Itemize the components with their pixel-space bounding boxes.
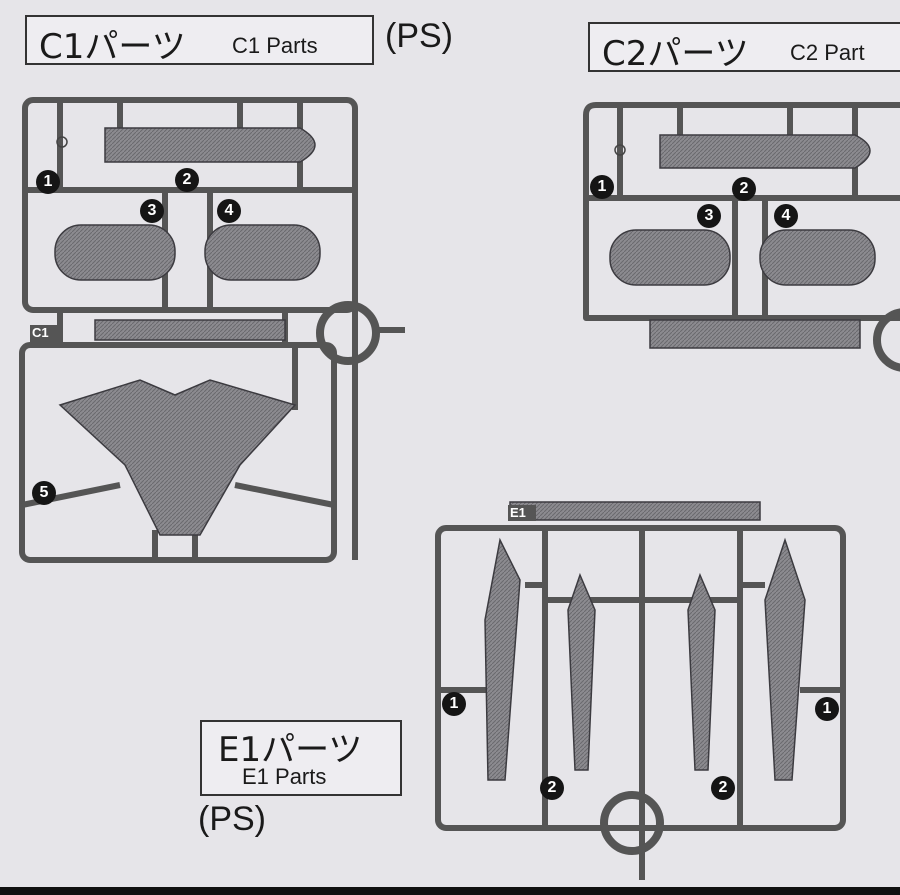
- c2-marker-3: 3: [697, 204, 721, 228]
- e1-runner-tag: E1: [510, 505, 526, 520]
- c1-title-box: C1パーツ C1 Parts: [25, 15, 374, 67]
- c1-marker-3: 3: [140, 199, 164, 223]
- c1-marker-4: 4: [217, 199, 241, 223]
- c2-marker-2: 2: [732, 177, 756, 201]
- c2-title-en: C2 Part: [790, 40, 865, 65]
- c2-marker-1: 1: [590, 175, 614, 199]
- e1-title-box: E1パーツ E1 Parts: [200, 720, 402, 796]
- c1-marker-1: 1: [36, 170, 60, 194]
- e1-material: (PS): [198, 800, 266, 838]
- e1-title-en: E1 Parts: [242, 764, 327, 789]
- e1-marker-2-left: 2: [540, 776, 564, 800]
- bottom-edge: [0, 887, 900, 895]
- e1-title-jp: E1パーツ: [218, 730, 363, 770]
- c2-marker-4: 4: [774, 204, 798, 228]
- c2-title-jp: C2パーツ: [602, 34, 749, 74]
- e1-marker-1-left: 1: [442, 692, 466, 716]
- c1-material: (PS): [385, 17, 453, 55]
- c1-title-jp: C1パーツ: [39, 27, 186, 67]
- c1-title-en: C1 Parts: [232, 33, 318, 58]
- c1-marker-5: 5: [32, 481, 56, 505]
- c1-runner-tag: C1: [32, 325, 49, 340]
- c2-title-box: C2パーツ C2 Part: [588, 22, 900, 74]
- e1-marker-2-right: 2: [711, 776, 735, 800]
- e1-marker-1-right: 1: [815, 697, 839, 721]
- c1-marker-2: 2: [175, 168, 199, 192]
